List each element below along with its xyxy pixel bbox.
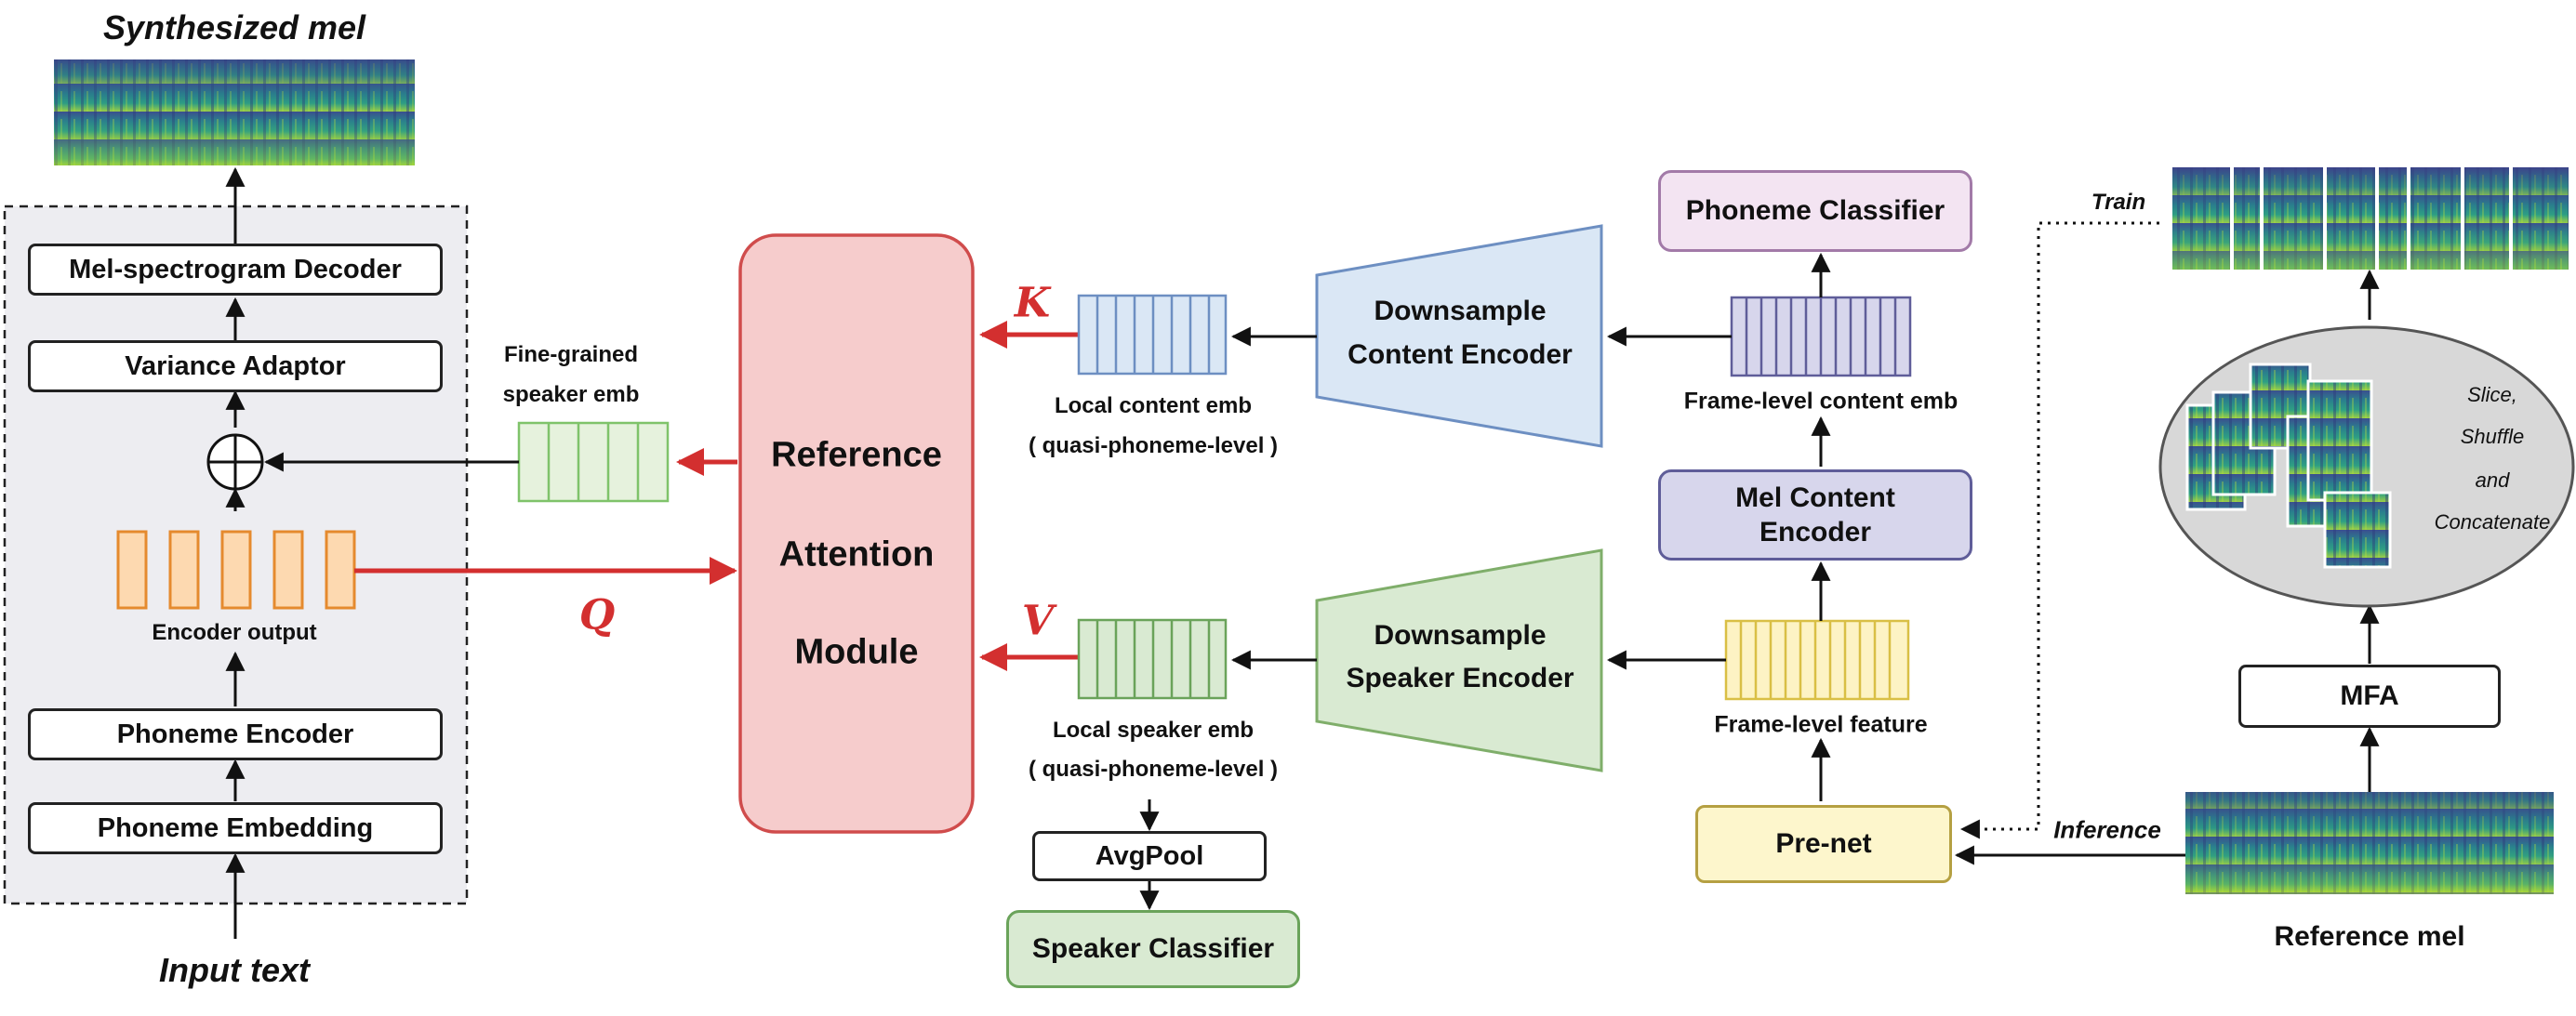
phoneme-embedding: Phoneme Embedding xyxy=(28,802,443,854)
slice-label: Slice, xyxy=(2467,383,2517,406)
downsample-content-label-line2: Content Encoder xyxy=(1348,339,1573,370)
downsample-speaker-label-line1: Downsample xyxy=(1374,620,1547,651)
fine-grained-label-line2: speaker emb xyxy=(502,382,640,407)
reference-attention-module xyxy=(738,233,975,834)
speaker-classifier: Speaker Classifier xyxy=(1006,910,1300,988)
mel-content-label-line1: Mel Content xyxy=(1735,482,1895,513)
fine-grained-label-line1: Fine-grained xyxy=(503,342,639,367)
reference-attention-label-line1: Reference xyxy=(771,435,942,475)
local-speaker-label-line2: ( quasi-phoneme-level ) xyxy=(1028,757,1279,782)
train-dotted-path xyxy=(1959,221,2159,839)
avgpool-box: AvgPool xyxy=(1032,831,1267,881)
frame-level-content-emb-vector xyxy=(1730,296,1912,377)
k-label: K xyxy=(1014,279,1051,327)
local-speaker-label-line1: Local speaker emb xyxy=(1052,718,1255,743)
encoder-output-label: Encoder output xyxy=(152,620,317,645)
local-content-emb-vector xyxy=(1077,294,1228,376)
downsample-content-label-line1: Downsample xyxy=(1374,296,1547,326)
train-label: Train xyxy=(2091,190,2146,215)
downsample-speaker-label-line2: Speaker Encoder xyxy=(1346,663,1574,693)
frame-level-feature-vector xyxy=(1724,619,1910,701)
phoneme-encoder: Phoneme Encoder xyxy=(28,708,443,760)
concatenate-label: Concatenate xyxy=(2434,510,2551,534)
mel-spectrogram-decoder: Mel-spectrogram Decoder xyxy=(28,244,443,296)
prenet-box: Pre-net xyxy=(1695,805,1952,883)
frame-level-content-label: Frame-level content emb xyxy=(1683,388,1959,415)
train-mel-image xyxy=(2172,167,2569,270)
phoneme-classifier: Phoneme Classifier xyxy=(1658,170,1972,252)
mel-content-encoder: Mel Content Encoder xyxy=(1658,469,1972,561)
reference-attention-label-line2: Attention xyxy=(778,534,935,574)
spectrogram-slices xyxy=(2185,363,2392,569)
downsample-speaker-encoder xyxy=(1315,548,1603,772)
and-label: and xyxy=(2475,468,2510,492)
reference-mel-image xyxy=(2185,792,2554,894)
local-speaker-emb-vector xyxy=(1077,618,1228,700)
synthesized-mel-label: Synthesized mel xyxy=(102,8,366,46)
variance-adaptor: Variance Adaptor xyxy=(28,340,443,392)
mel-content-label-line2: Encoder xyxy=(1759,517,1872,548)
local-content-label-line2: ( quasi-phoneme-level ) xyxy=(1028,433,1279,458)
q-label: Q xyxy=(578,591,616,640)
frame-level-feature-label: Frame-level feature xyxy=(1714,711,1928,738)
fine-grained-speaker-emb-vector xyxy=(517,421,670,503)
synthesized-mel-image xyxy=(54,59,415,165)
circled-plus-icon xyxy=(206,433,264,491)
inference-label: Inference xyxy=(2053,815,2161,844)
input-text-label: Input text xyxy=(159,951,310,989)
reference-attention-label-line3: Module xyxy=(794,632,919,672)
v-label: V xyxy=(1021,597,1055,645)
reference-mel-label: Reference mel xyxy=(2274,921,2465,952)
local-content-label-line1: Local content emb xyxy=(1054,393,1253,418)
downsample-content-encoder xyxy=(1315,224,1603,448)
shuffle-label: Shuffle xyxy=(2460,425,2525,448)
mfa-box: MFA xyxy=(2238,665,2501,728)
encoder-output-vectors xyxy=(116,530,356,610)
